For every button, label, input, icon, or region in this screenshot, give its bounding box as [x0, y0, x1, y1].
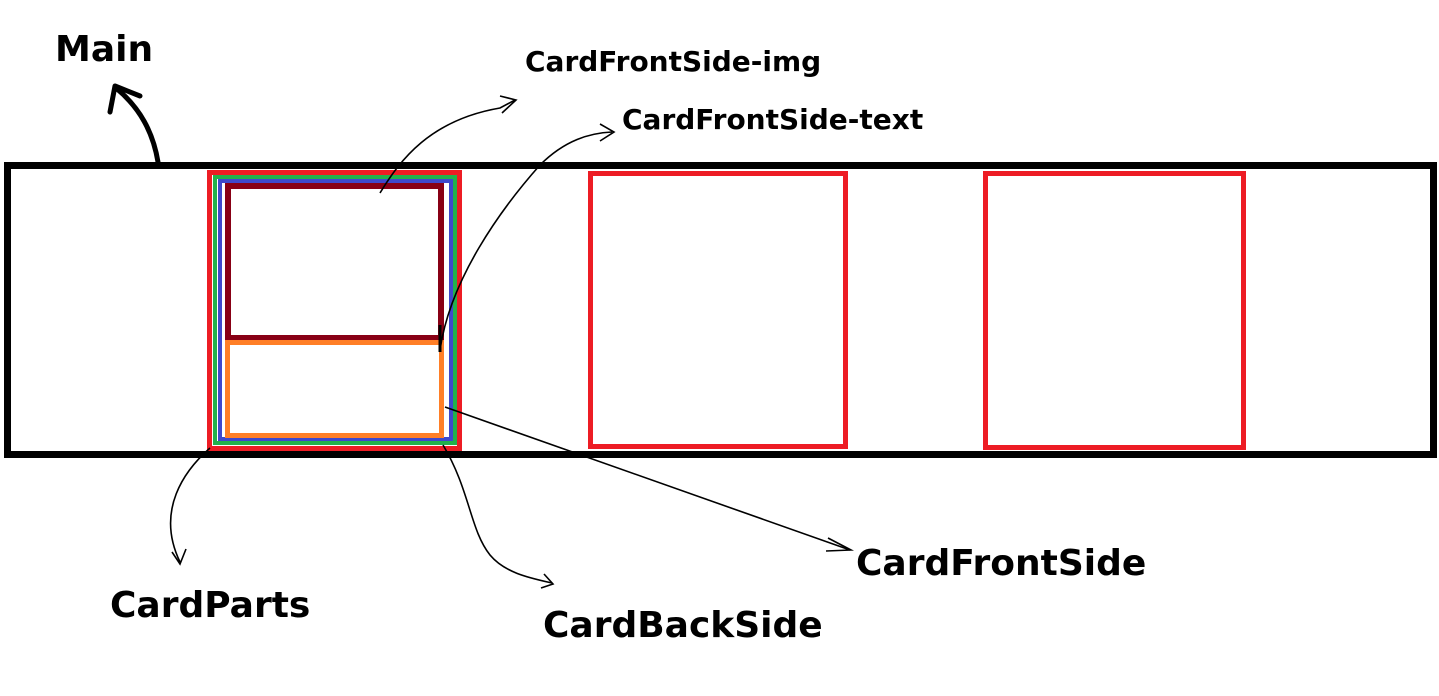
card-back-side-box — [213, 175, 457, 445]
card-front-text-label: CardFrontSide-text — [622, 103, 924, 136]
main-label: Main — [55, 29, 154, 70]
main-container — [4, 162, 1437, 458]
card-box-3 — [983, 171, 1246, 450]
card-front-text-box — [225, 340, 444, 438]
card-back-side-label: CardBackSide — [543, 605, 823, 646]
card-front-text-arrow — [438, 123, 616, 352]
card-parts-label: CardParts — [110, 585, 311, 626]
card-box-2 — [588, 171, 848, 449]
card-back-side-arrow — [442, 444, 555, 589]
card-front-side-label: CardFrontSide — [856, 543, 1147, 584]
card-front-side-arrow — [444, 406, 855, 552]
card-front-img-box — [225, 183, 444, 341]
card-front-img-arrow — [379, 95, 518, 194]
card-front-img-label: CardFrontSide-img — [525, 45, 822, 78]
card-parts-box — [207, 170, 462, 451]
card-front-side-box — [218, 179, 453, 441]
card-parts-arrow — [169, 447, 211, 566]
main-arrow — [107, 83, 161, 165]
